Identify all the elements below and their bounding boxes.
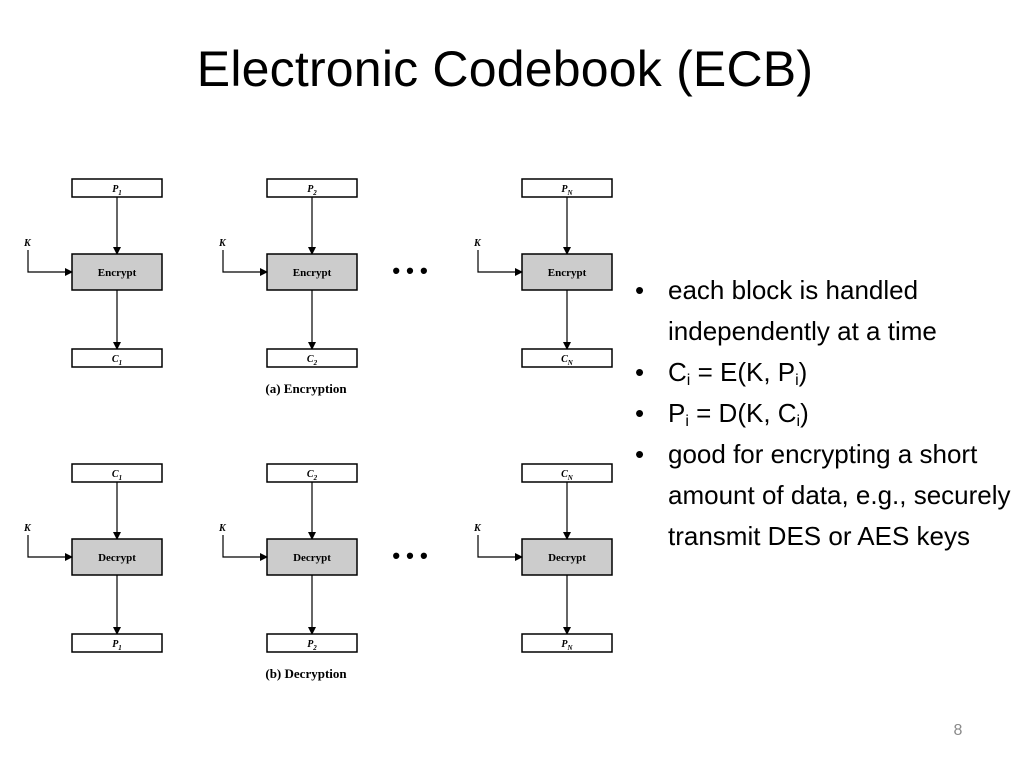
decryption-key-arrow-2	[222, 535, 268, 561]
encryption-ellipsis: • • •	[392, 258, 427, 283]
decryption-function-label-2: Decrypt	[293, 552, 331, 564]
encryption-function-box-3	[521, 253, 613, 291]
decryption-input-label-1: C1	[112, 469, 122, 482]
encryption-input-label-2: P2	[307, 184, 317, 197]
encryption-key-label-2: K	[218, 238, 227, 249]
decryption-key-arrow-1	[27, 535, 73, 561]
decryption-output-label-2-subscript: 2	[312, 644, 317, 652]
decryption-input-label-2-letter: C	[307, 469, 314, 480]
formula-subscript: i	[686, 372, 691, 389]
encryption-output-label-1: C1	[112, 354, 122, 367]
encryption-function-box-1	[71, 253, 163, 291]
encryption-output-box-3	[521, 348, 613, 368]
bullet-item-use-case: • good for encrypting a short amount of …	[635, 434, 1020, 557]
decryption-output-box-3	[521, 633, 613, 653]
decryption-function-label-3: Decrypt	[548, 552, 586, 564]
decryption-output-label-2-letter: P	[307, 639, 314, 650]
decryption-output-label-3: PN	[561, 639, 573, 652]
encryption-key-arrow-1	[27, 250, 73, 276]
decryption-input-label-2: C2	[307, 469, 318, 482]
decryption-input-label-3: CN	[561, 469, 574, 482]
encryption-input-label-1-letter: P	[112, 184, 119, 195]
encryption-input-label-2-letter: P	[307, 184, 314, 195]
bullet-list: • each block is handled independently at…	[635, 270, 1020, 557]
decryption-input-label-2-subscript: 2	[313, 474, 318, 482]
decryption-output-label-1: P1	[112, 639, 122, 652]
decryption-output-box-1	[71, 633, 163, 653]
encryption-key-label-3: K	[473, 238, 482, 249]
decryption-input-label-3-subscript: N	[567, 474, 574, 482]
bullet-marker: •	[635, 275, 645, 305]
encryption-key-arrow-2	[222, 250, 268, 276]
decryption-function-box-2	[266, 538, 358, 576]
encryption-function-label-3: Encrypt	[548, 267, 587, 279]
bullet-item-encryption-formula: • Ci = E(K, Pi)	[635, 352, 1020, 393]
bullet-marker: •	[635, 398, 645, 428]
encryption-output-label-2: C2	[307, 354, 318, 367]
slide-title: Electronic Codebook (ECB)	[196, 41, 814, 97]
encryption-output-label-3-subscript: N	[567, 359, 574, 367]
decryption-key-arrow-3	[477, 535, 523, 561]
encryption-input-label-3-letter: P	[561, 184, 568, 195]
decryption-output-label-3-letter: P	[561, 639, 568, 650]
encryption-output-label-1-subscript: 1	[119, 359, 123, 367]
encryption-key-label-1: K	[23, 238, 32, 249]
decryption-output-label-1-letter: P	[112, 639, 119, 650]
encryption-output-box-2	[266, 348, 358, 368]
encryption-output-box-1	[71, 348, 163, 368]
formula-encrypt-call: = E(K, P	[690, 357, 796, 387]
decryption-ellipsis: • • •	[392, 543, 427, 568]
decryption-key-label-3: K	[473, 523, 482, 534]
encryption-output-label-2-letter: C	[307, 354, 314, 365]
formula-ciphertext: C	[668, 357, 687, 387]
encryption-input-label-1: P1	[112, 184, 122, 197]
encryption-output-label-1-letter: C	[112, 354, 119, 365]
decryption-output-label-3-subscript: N	[567, 644, 574, 652]
encryption-function-label-2: Encrypt	[293, 267, 332, 279]
bullet-marker: •	[635, 439, 645, 469]
decryption-output-box-2	[266, 633, 358, 653]
decryption-input-label-1-letter: C	[112, 469, 119, 480]
encryption-function-label-1: Encrypt	[98, 267, 137, 279]
formula-subscript: i	[685, 413, 689, 430]
decryption-output-label-2: P2	[307, 639, 317, 652]
bullet-text: each block is handled independently at a…	[668, 275, 937, 346]
bullet-text: good for encrypting a short amount of da…	[668, 439, 1011, 551]
decryption-key-label-1: K	[23, 523, 32, 534]
decryption-caption: (b) Decryption	[265, 666, 347, 681]
formula-close: )	[798, 357, 808, 387]
encryption-key-arrow-3	[477, 250, 523, 276]
decryption-function-box-1	[71, 538, 163, 576]
decryption-input-label-1-subscript: 1	[119, 474, 123, 482]
bullet-item-decryption-formula: • Pi = D(K, Ci)	[635, 393, 1020, 434]
encryption-input-label-3-subscript: N	[567, 189, 574, 197]
encryption-output-label-3-letter: C	[561, 354, 568, 365]
bullet-marker: •	[635, 357, 645, 387]
encryption-caption: (a) Encryption	[265, 381, 347, 396]
formula-subscript: i	[796, 413, 801, 430]
formula-subscript: i	[795, 372, 799, 389]
formula-decrypt-call: = D(K, C	[688, 398, 797, 428]
encryption-output-label-3: CN	[561, 354, 574, 367]
bullet-item-independent-blocks: • each block is handled independently at…	[635, 270, 1020, 352]
encryption-output-label-2-subscript: 2	[313, 359, 318, 367]
encryption-input-label-3: PN	[561, 184, 573, 197]
decryption-output-label-1-subscript: 1	[118, 644, 122, 652]
formula-close: )	[800, 398, 809, 428]
decryption-key-label-2: K	[218, 523, 227, 534]
encryption-input-label-2-subscript: 2	[312, 189, 317, 197]
decryption-function-label-1: Decrypt	[98, 552, 136, 564]
decryption-input-label-3-letter: C	[561, 469, 568, 480]
formula-plaintext: P	[668, 398, 686, 428]
page-number: 8	[953, 722, 963, 739]
encryption-input-label-1-subscript: 1	[118, 189, 122, 197]
